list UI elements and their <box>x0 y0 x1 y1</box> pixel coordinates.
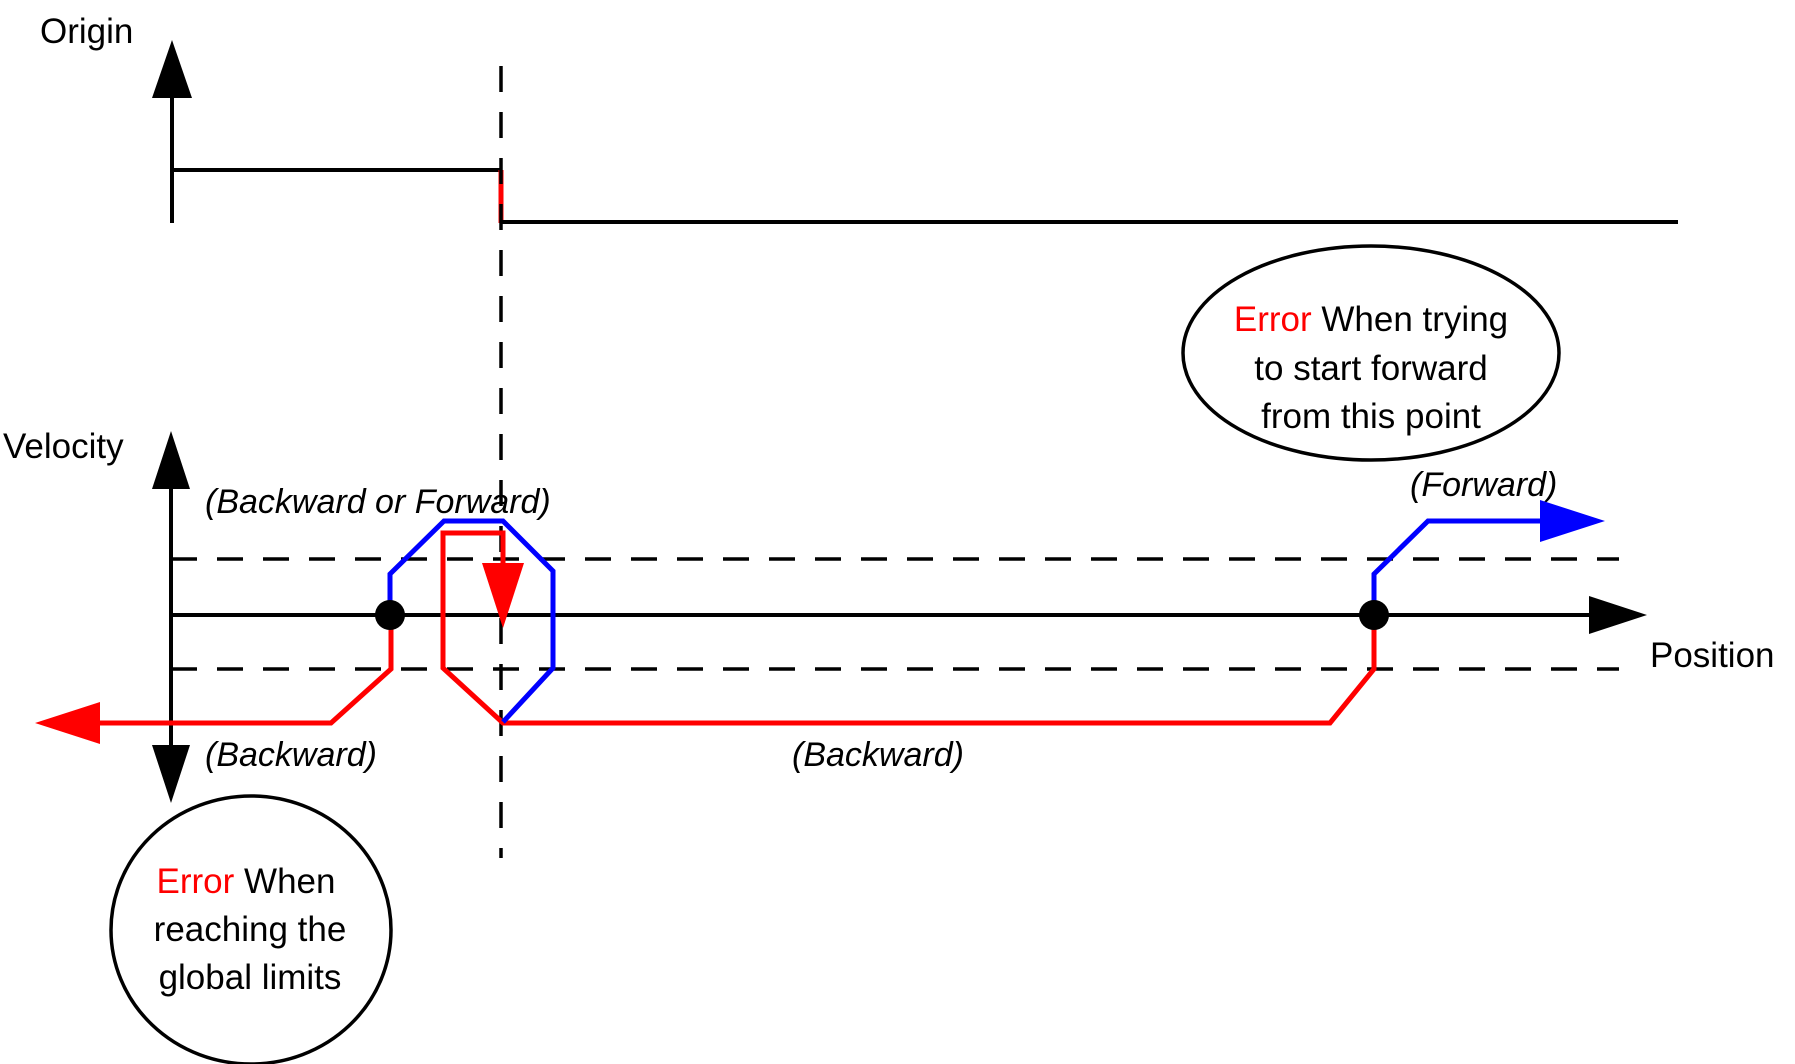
backward-down-arrow-icon <box>482 563 524 628</box>
error-limits-callout <box>109 794 393 1064</box>
error-limits-line3: global limits <box>159 958 342 997</box>
backward-path-main <box>440 530 1377 726</box>
error-limits-error-word: Error <box>157 862 235 901</box>
label-forward: (Forward) <box>1410 466 1557 504</box>
backward-left-arrow-icon <box>35 702 100 744</box>
start-point-left-dot <box>375 600 405 630</box>
backward-path-left <box>95 615 394 726</box>
error-forward-line3: from this point <box>1261 397 1481 436</box>
velocity-axis-down-arrow-icon <box>152 745 190 803</box>
origin-axis-arrow-icon <box>152 40 192 98</box>
error-limits-line2: reaching the <box>154 910 347 949</box>
error-limits-line1: Error When <box>157 862 336 901</box>
position-axis-arrow-icon <box>1589 596 1647 634</box>
error-limits-line1-text: When <box>234 862 335 901</box>
error-forward-callout <box>1181 244 1561 462</box>
error-forward-line1-text: When trying <box>1312 300 1508 339</box>
error-forward-line2: to start forward <box>1254 349 1487 388</box>
label-backward-or-forward: (Backward or Forward) <box>205 483 551 521</box>
velocity-axis-up-arrow-icon <box>152 431 190 489</box>
label-backward-mid: (Backward) <box>792 736 964 774</box>
forward-or-backward-path <box>387 518 556 724</box>
start-point-right-dot <box>1359 600 1389 630</box>
forward-arrow-icon <box>1540 500 1605 542</box>
label-backward-left: (Backward) <box>205 736 377 774</box>
position-axis-label: Position <box>1650 636 1775 675</box>
error-forward-line1: Error When trying <box>1234 300 1508 339</box>
velocity-axis-label: Velocity <box>3 427 124 466</box>
error-forward-error-word: Error <box>1234 300 1312 339</box>
origin-axis-label: Origin <box>40 12 133 51</box>
forward-path-right <box>1371 518 1545 610</box>
